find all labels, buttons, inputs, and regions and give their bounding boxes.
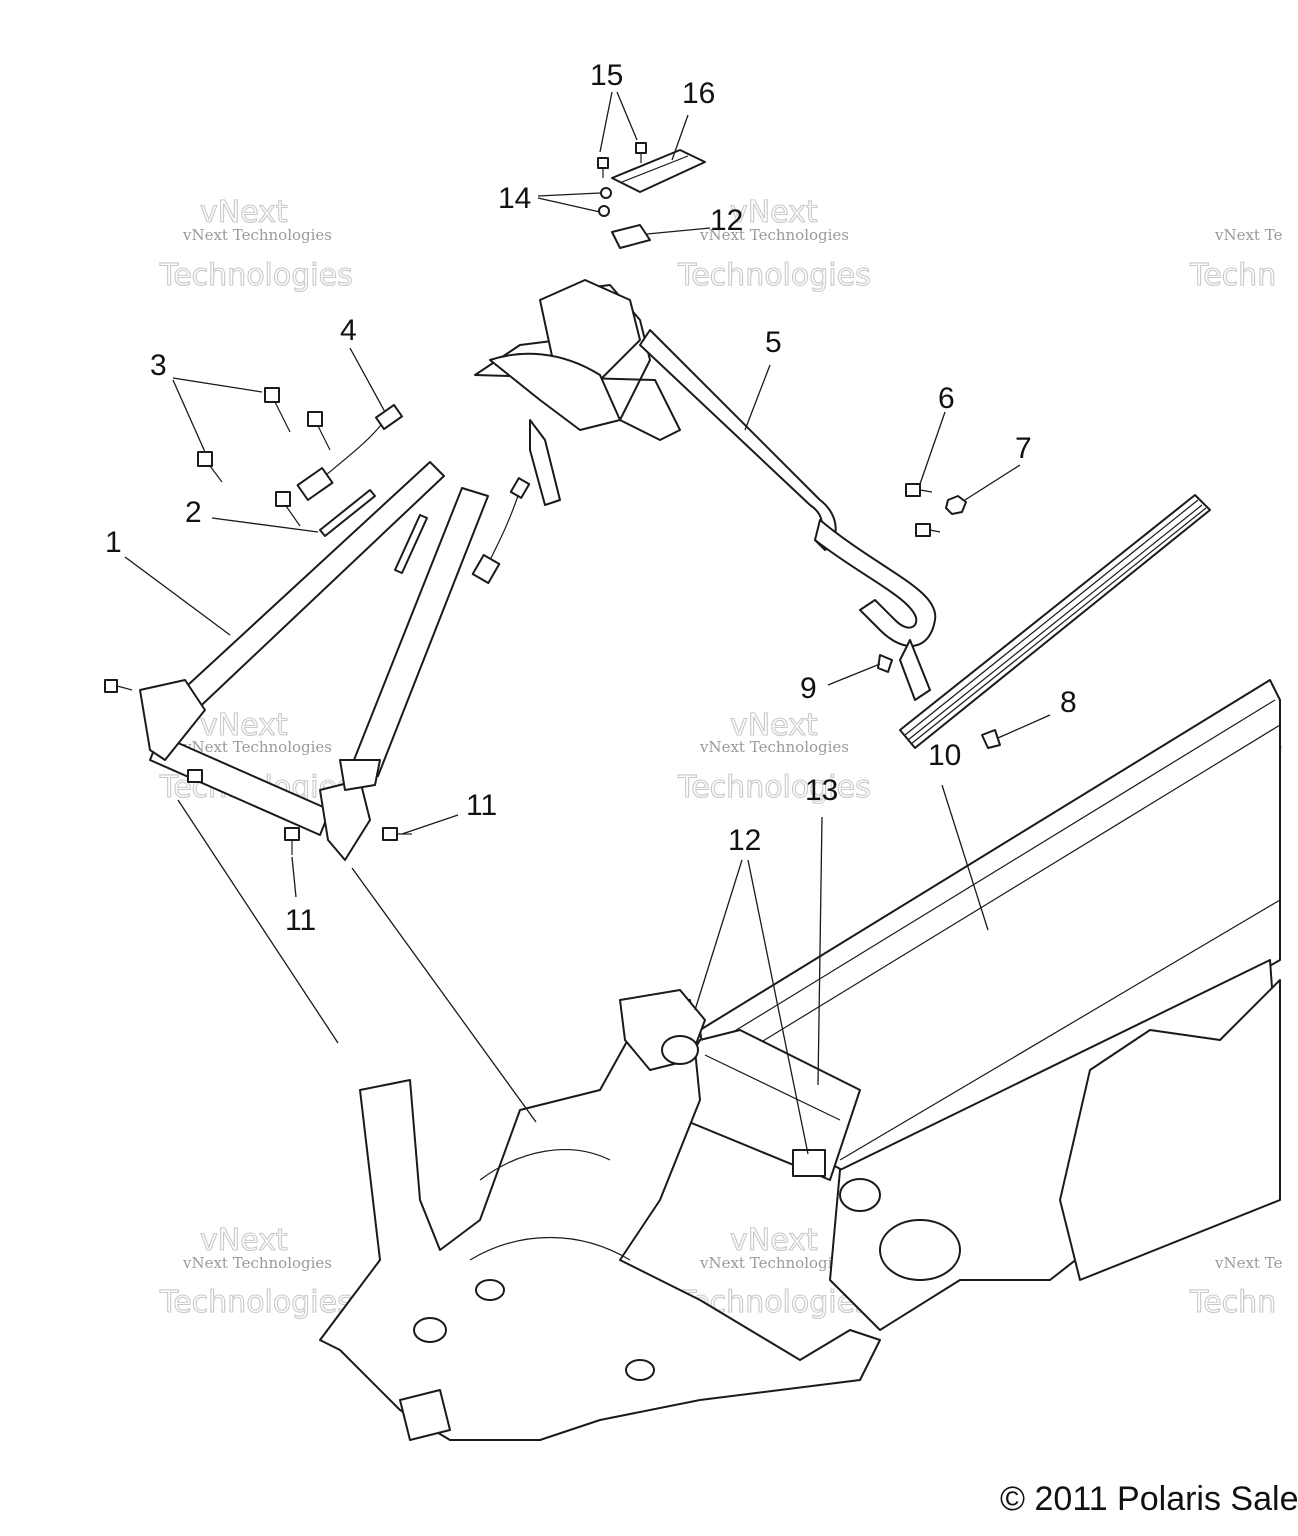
part-15-screws [597, 142, 647, 178]
callout-16: 16 [682, 77, 715, 110]
callout-15: 15 [590, 59, 623, 92]
part-7-nut [945, 495, 967, 515]
svg-text:vNext Te: vNext Te [1214, 226, 1283, 244]
callout-11-left: 11 [285, 904, 316, 937]
callout-11-right: 11 [466, 789, 497, 822]
callout-6: 6 [938, 382, 955, 415]
svg-text:vNext Technologies: vNext Technologies [182, 1254, 332, 1272]
svg-text:vNext Technologies: vNext Technologies [699, 226, 849, 244]
leader-lines [124, 91, 1051, 1155]
callout-8: 8 [1060, 686, 1077, 719]
callout-labels: 15 16 14 12 3 4 5 6 7 2 1 9 8 10 13 11 1… [105, 59, 1077, 937]
copyright-text: © 2011 Polaris Sale [1000, 1480, 1298, 1518]
watermark-top-center: vNext vNext Technologies Technologies [676, 194, 871, 293]
callout-4: 4 [340, 314, 357, 347]
svg-text:vNext Technologies: vNext Technologies [699, 738, 849, 756]
svg-text:vNext Technologies: vNext Technologies [699, 1254, 849, 1272]
callout-12-mid: 12 [728, 824, 761, 857]
part-2-rod [319, 489, 428, 574]
callout-5: 5 [765, 326, 782, 359]
callout-10: 10 [928, 739, 961, 772]
watermark-top-left: vNext vNext Technologies Technologies [158, 194, 353, 293]
svg-text:Technologies: Technologies [159, 1285, 353, 1320]
svg-text:vNext: vNext [730, 195, 818, 230]
svg-text:vNext: vNext [200, 1223, 288, 1258]
part-1-front-frame [139, 461, 489, 861]
svg-text:Technologies: Technologies [677, 258, 871, 293]
watermark-bottom-right: vNext Te Techn [1188, 1254, 1283, 1321]
callout-12-top: 12 [710, 204, 743, 237]
front-chassis [319, 989, 881, 1441]
part-9-clip [877, 654, 893, 673]
svg-text:vNext: vNext [200, 708, 288, 743]
callout-14: 14 [498, 182, 531, 215]
part-14-nuts [598, 187, 612, 217]
svg-text:vNext Technologies: vNext Technologies [182, 226, 332, 244]
callout-9: 9 [800, 672, 817, 705]
part-16-cover-plate [611, 149, 706, 193]
svg-text:Technologies: Technologies [159, 258, 353, 293]
svg-text:vNext: vNext [730, 1223, 818, 1258]
callout-13: 13 [805, 774, 838, 807]
part-5-steering-support [474, 279, 937, 701]
svg-text:Techn: Techn [1189, 258, 1276, 293]
svg-text:Techn: Techn [1189, 1285, 1276, 1320]
part-3-bolts [197, 387, 331, 527]
callout-7: 7 [1015, 432, 1032, 465]
svg-text:vNext: vNext [200, 195, 288, 230]
watermark-bottom-center: vNext vNext Technologies Technologies [676, 1222, 871, 1320]
part-12-pad-top [611, 224, 651, 249]
svg-text:vNext: vNext [730, 708, 818, 743]
watermark-bottom-left: vNext vNext Technologies Technologies [158, 1222, 353, 1320]
part-8-clip [981, 729, 1001, 749]
part-10-running-board [899, 494, 1211, 749]
watermark-top-right: vNext Te Techn [1188, 226, 1283, 294]
part-6-bolts [905, 483, 941, 537]
callout-1: 1 [105, 526, 122, 559]
callout-3: 3 [150, 349, 167, 382]
svg-text:Technologies: Technologies [677, 770, 871, 805]
svg-text:vNext Te: vNext Te [1214, 1254, 1283, 1272]
svg-text:vNext Technologies: vNext Technologies [182, 738, 332, 756]
watermark-mid-center: vNext vNext Technologies Technologies [676, 707, 871, 805]
callout-2: 2 [185, 496, 202, 529]
chassis-tunnel [699, 679, 1281, 1331]
part-11-bolts [104, 679, 412, 855]
